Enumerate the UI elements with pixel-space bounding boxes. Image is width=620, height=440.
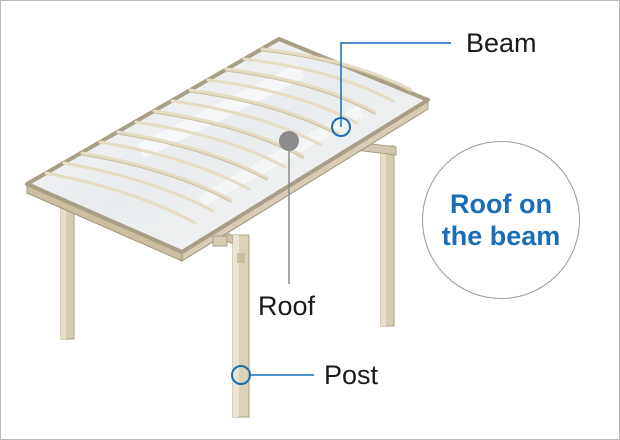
roof-on-beam-badge: Roof on the beam (422, 141, 580, 299)
filled-dot-marker-icon (279, 131, 299, 151)
ring-marker-icon (331, 117, 351, 137)
beam-callout (331, 42, 451, 137)
badge-line-1: Roof on (450, 188, 552, 219)
roof-ribs (44, 47, 413, 225)
badge-line-2: the beam (441, 221, 561, 251)
roof (25, 37, 430, 262)
roof-label: Roof (258, 291, 316, 321)
ring-marker-icon (231, 365, 251, 385)
post-callout (231, 365, 314, 385)
back-post-right (380, 145, 395, 327)
front-post (232, 234, 250, 418)
roof-callout (279, 131, 299, 284)
post-label: Post (324, 360, 379, 390)
beam-label: Beam (466, 28, 537, 58)
